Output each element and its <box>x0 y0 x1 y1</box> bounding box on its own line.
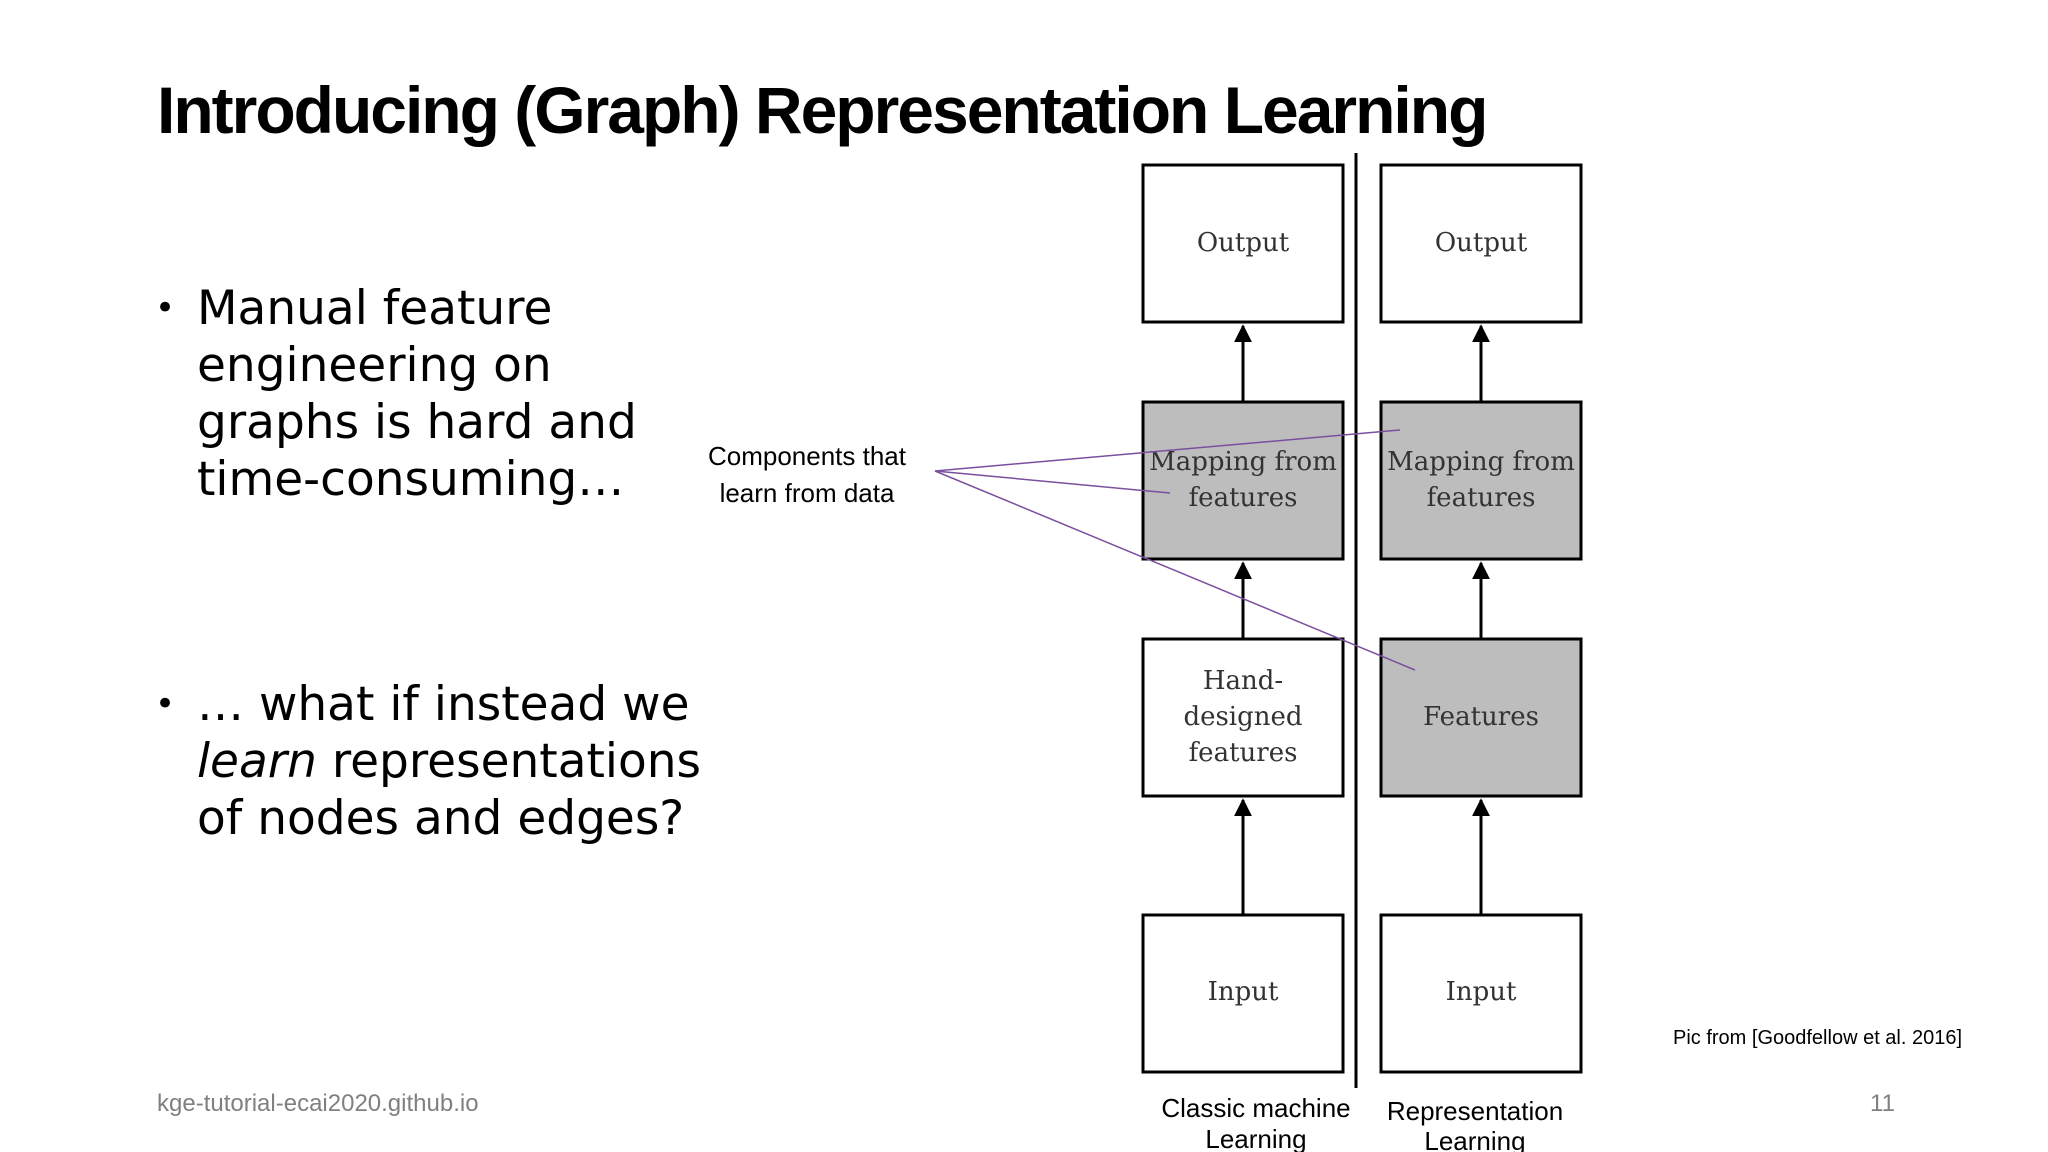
pointer-line-repr-features <box>934 470 1416 671</box>
repr-features-box <box>1379 637 1583 798</box>
classic-hand-label-line2: designed <box>1183 702 1302 732</box>
repr-input-box <box>1379 913 1583 1074</box>
repr-caption-line2: Learning <box>1424 1126 1525 1152</box>
classic-output-label: Output <box>1197 228 1290 258</box>
bullet-text-2-post: representations of nodes and edges? <box>197 734 702 846</box>
learned-components-annotation: Components that learn from data <box>708 429 1416 671</box>
classic-mapping-label-line1: Mapping from <box>1149 447 1337 477</box>
repr-mapping-label-line2: features <box>1427 483 1536 513</box>
repr-output-box <box>1379 163 1583 324</box>
classic-hand-label-line1: Hand- <box>1203 666 1283 696</box>
repr-input-label: Input <box>1446 977 1517 1007</box>
classic-output-box <box>1141 163 1345 324</box>
annotation-line1: Components that <box>708 441 907 471</box>
classic-caption-line2: Learning <box>1205 1124 1306 1152</box>
classic-ml-column: Output Mapping from features Hand- desig… <box>1141 163 1351 1152</box>
bullet-text-2-emphasis: learn <box>197 734 317 789</box>
classic-input-box <box>1141 913 1345 1074</box>
representation-learning-column: Output Mapping from features Features In… <box>1379 163 1583 1152</box>
pointer-line-repr-mapping <box>934 429 1401 472</box>
bullet-item-1: Manual feature engineering on graphs is … <box>155 280 715 508</box>
slide-title: Introducing (Graph) Representation Learn… <box>157 73 1488 147</box>
repr-output-label: Output <box>1435 228 1528 258</box>
bullet-text-2-pre: … what if instead we <box>197 677 690 732</box>
bullet-list: Manual feature engineering on graphs is … <box>155 280 715 847</box>
annotation-line2: learn from data <box>720 478 895 508</box>
repr-mapping-box <box>1379 400 1583 561</box>
classic-mapping-label-line2: features <box>1189 483 1298 513</box>
bullet-item-2: … what if instead we learn representatio… <box>155 676 715 847</box>
classic-hand-label-line3: features <box>1189 738 1298 768</box>
repr-caption-line1: Representation <box>1387 1096 1563 1126</box>
pointer-line-classic-mapping <box>934 470 1171 494</box>
bullet-text-1: Manual feature engineering on graphs is … <box>197 281 637 507</box>
classic-caption-line1: Classic machine <box>1161 1093 1350 1123</box>
repr-features-label: Features <box>1423 702 1539 732</box>
classic-mapping-box <box>1141 400 1345 561</box>
page-number: 11 <box>1870 1090 1895 1117</box>
image-credit: Pic from [Goodfellow et al. 2016] <box>1673 1027 1963 1049</box>
footer-url: kge-tutorial-ecai2020.github.io <box>157 1090 479 1117</box>
classic-hand-designed-box <box>1141 637 1345 798</box>
classic-input-label: Input <box>1208 977 1279 1007</box>
repr-mapping-label-line1: Mapping from <box>1387 447 1575 477</box>
